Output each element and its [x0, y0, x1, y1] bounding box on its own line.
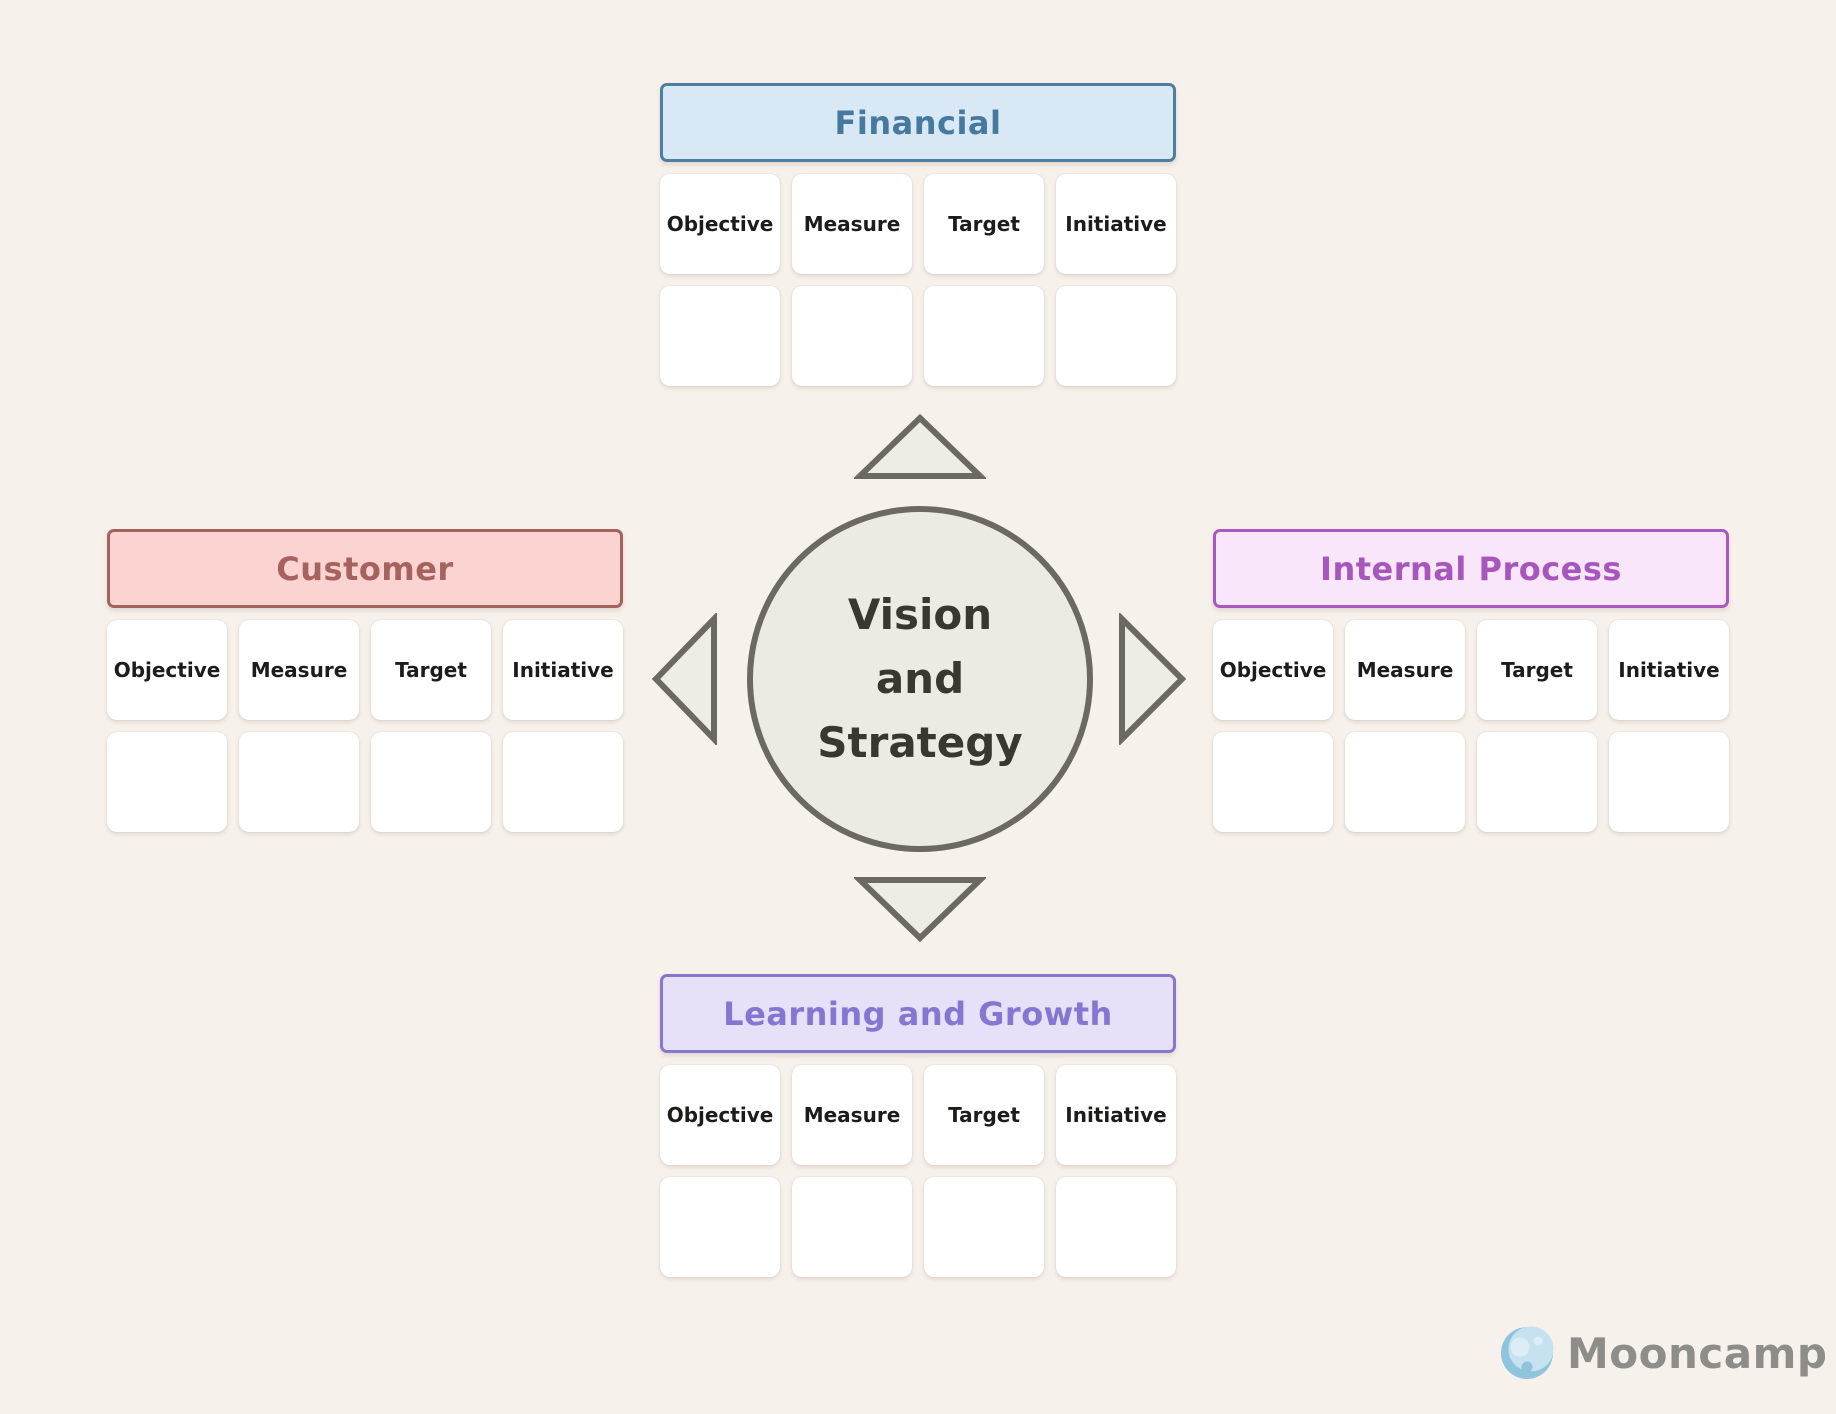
customer-empty-cell — [371, 732, 491, 832]
col-label: Measure — [803, 1103, 901, 1127]
arrow-up-icon — [854, 413, 986, 479]
learning-growth-col-target: Target — [924, 1065, 1044, 1165]
vision-line: Vision — [847, 590, 993, 639]
internal-process-header: Internal Process — [1213, 529, 1729, 608]
learning-growth-col-objective: Objective — [660, 1065, 780, 1165]
col-label: Objective — [666, 1103, 774, 1127]
mooncamp-logo: Mooncamp — [1500, 1326, 1827, 1380]
internal-process-grid: Objective Measure Target Initiative — [1213, 620, 1729, 832]
financial-empty-cell — [1056, 286, 1176, 386]
customer-col-measure: Measure — [239, 620, 359, 720]
learning-growth-empty-cell — [660, 1177, 780, 1277]
internal-process-empty-cell — [1345, 732, 1465, 832]
financial-empty-cell — [660, 286, 780, 386]
col-label: Target — [948, 212, 1020, 236]
col-label: Objective — [1219, 658, 1327, 682]
internal-process-col-measure: Measure — [1345, 620, 1465, 720]
customer-empty-cell — [503, 732, 623, 832]
learning-growth-empty-cell — [792, 1177, 912, 1277]
quadrant-internal-process: Internal Process Objective Measure Targe… — [1213, 529, 1729, 832]
col-label: Objective — [666, 212, 774, 236]
financial-header: Financial — [660, 83, 1176, 162]
learning-growth-grid: Objective Measure Target Initiative — [660, 1065, 1176, 1277]
internal-process-col-target: Target — [1477, 620, 1597, 720]
internal-process-empty-cell — [1477, 732, 1597, 832]
col-label: Initiative — [1065, 1103, 1167, 1127]
internal-process-empty-cell — [1213, 732, 1333, 832]
moon-icon — [1501, 1326, 1554, 1379]
quadrant-financial: Financial Objective Measure Target Initi… — [660, 83, 1176, 386]
customer-header: Customer — [107, 529, 623, 608]
customer-title: Customer — [276, 549, 454, 588]
financial-col-initiative: Initiative — [1056, 174, 1176, 274]
arrow-left-icon — [651, 613, 717, 745]
learning-growth-col-initiative: Initiative — [1056, 1065, 1176, 1165]
financial-col-target: Target — [924, 174, 1044, 274]
learning-growth-empty-cell — [924, 1177, 1044, 1277]
vision-strategy-circle: Vision and Strategy — [747, 506, 1093, 852]
col-label: Measure — [250, 658, 348, 682]
customer-grid: Objective Measure Target Initiative — [107, 620, 623, 832]
learning-growth-title: Learning and Growth — [723, 994, 1113, 1033]
col-label: Objective — [113, 658, 221, 682]
quadrant-learning-growth: Learning and Growth Objective Measure Ta… — [660, 974, 1176, 1277]
col-label: Target — [1501, 658, 1573, 682]
financial-empty-cell — [924, 286, 1044, 386]
vision-line: and — [875, 654, 965, 703]
col-label: Initiative — [1065, 212, 1167, 236]
quadrant-customer: Customer Objective Measure Target Initia… — [107, 529, 623, 832]
financial-col-objective: Objective — [660, 174, 780, 274]
arrow-right-icon — [1119, 613, 1186, 745]
internal-process-col-initiative: Initiative — [1609, 620, 1729, 720]
financial-empty-cell — [792, 286, 912, 386]
customer-col-objective: Objective — [107, 620, 227, 720]
customer-col-initiative: Initiative — [503, 620, 623, 720]
internal-process-empty-cell — [1609, 732, 1729, 832]
customer-empty-cell — [239, 732, 359, 832]
col-label: Initiative — [1618, 658, 1720, 682]
mooncamp-wordmark: Mooncamp — [1567, 1328, 1828, 1378]
internal-process-title: Internal Process — [1320, 549, 1622, 588]
financial-grid: Objective Measure Target Initiative — [660, 174, 1176, 386]
financial-col-measure: Measure — [792, 174, 912, 274]
col-label: Measure — [803, 212, 901, 236]
financial-title: Financial — [834, 103, 1002, 142]
customer-empty-cell — [107, 732, 227, 832]
vision-line: Strategy — [817, 718, 1023, 767]
col-label: Initiative — [512, 658, 614, 682]
learning-growth-col-measure: Measure — [792, 1065, 912, 1165]
arrow-down-icon — [854, 877, 986, 943]
customer-col-target: Target — [371, 620, 491, 720]
col-label: Measure — [1356, 658, 1454, 682]
learning-growth-empty-cell — [1056, 1177, 1176, 1277]
internal-process-col-objective: Objective — [1213, 620, 1333, 720]
learning-growth-header: Learning and Growth — [660, 974, 1176, 1053]
col-label: Target — [395, 658, 467, 682]
col-label: Target — [948, 1103, 1020, 1127]
